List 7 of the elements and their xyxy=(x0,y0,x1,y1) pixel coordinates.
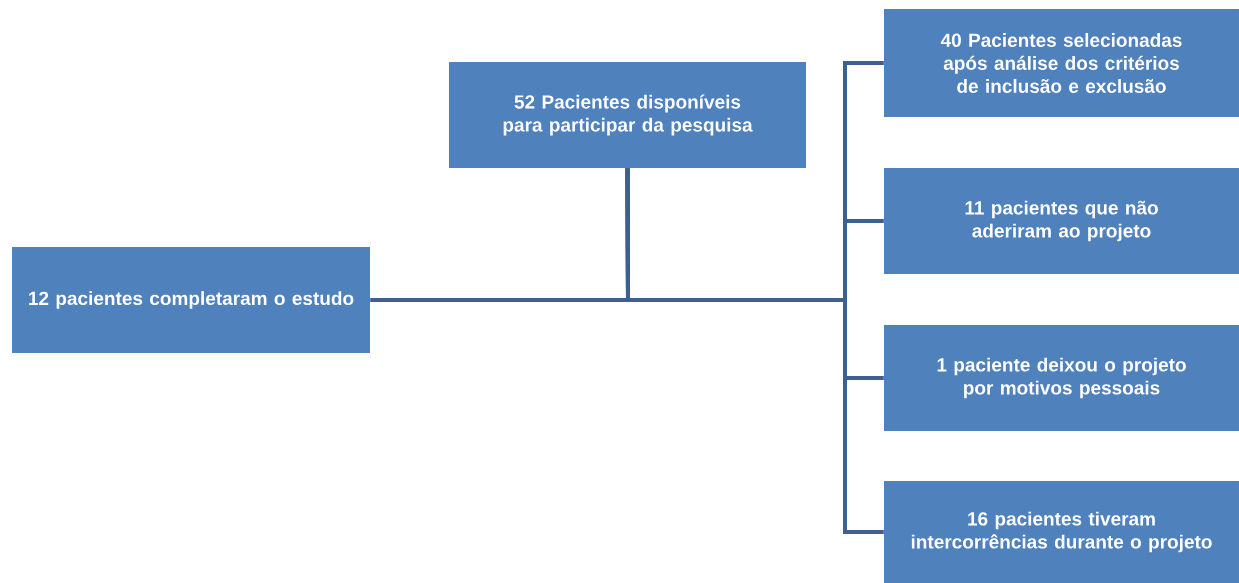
process-box: 1 paciente deixou o projeto por motivos pessoais xyxy=(884,325,1239,431)
process-box: 12 pacientes completaram o estudo xyxy=(12,247,370,353)
connector-line xyxy=(625,168,884,534)
process-box: 52 Pacientes disponíveis para participar da pesquisa xyxy=(449,62,806,168)
process-box: 16 pacientes tiveram intercorrências durante o projeto xyxy=(884,481,1239,583)
process-box: 11 pacientes que não aderiram ao projeto xyxy=(884,168,1239,274)
process-box: 40 Pacientes selecionadas após análise dos critérios de inclusão e exclusão xyxy=(884,9,1239,117)
